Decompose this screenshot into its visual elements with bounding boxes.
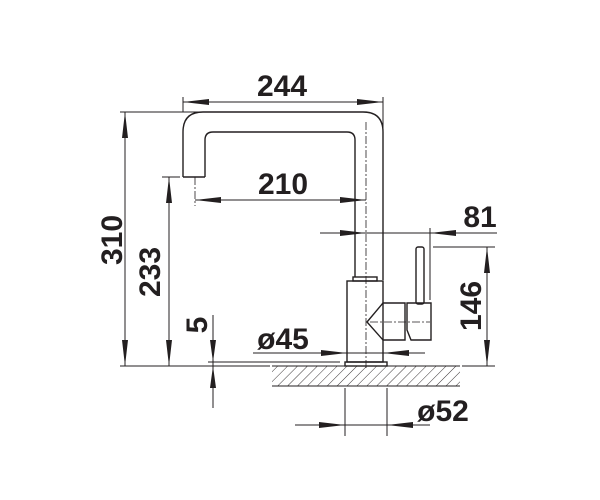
dimension-label-5: 5 [181, 317, 214, 334]
dimension-diameter-45: ø45 [253, 323, 425, 356]
handle-block [406, 302, 432, 341]
dimension-label-diameter-45: ø45 [257, 323, 309, 356]
dimension-5: 5 [181, 315, 340, 408]
dimension-label-81: 81 [463, 201, 496, 234]
dimension-233: 233 [134, 176, 180, 366]
dimension-label-310: 310 [96, 215, 129, 265]
dimension-81: 81 [320, 201, 497, 300]
countertop [272, 365, 460, 387]
dimension-label-244: 244 [257, 70, 307, 103]
dimension-diameter-52: ø52 [295, 388, 469, 436]
dimension-label-233: 233 [134, 247, 167, 297]
dimension-label-210: 210 [258, 168, 308, 201]
handle-cone [366, 302, 406, 341]
spout [182, 111, 384, 280]
faucet-outline [182, 111, 432, 368]
dimension-244: 244 [182, 70, 384, 273]
dimension-label-diameter-52: ø52 [417, 395, 469, 428]
handle-lever [415, 246, 425, 305]
dimension-146: 146 [433, 246, 495, 367]
dimension-210: 210 [195, 168, 366, 203]
dimension-310: 310 [96, 111, 270, 367]
dimension-label-146: 146 [455, 281, 488, 331]
body [346, 280, 384, 363]
